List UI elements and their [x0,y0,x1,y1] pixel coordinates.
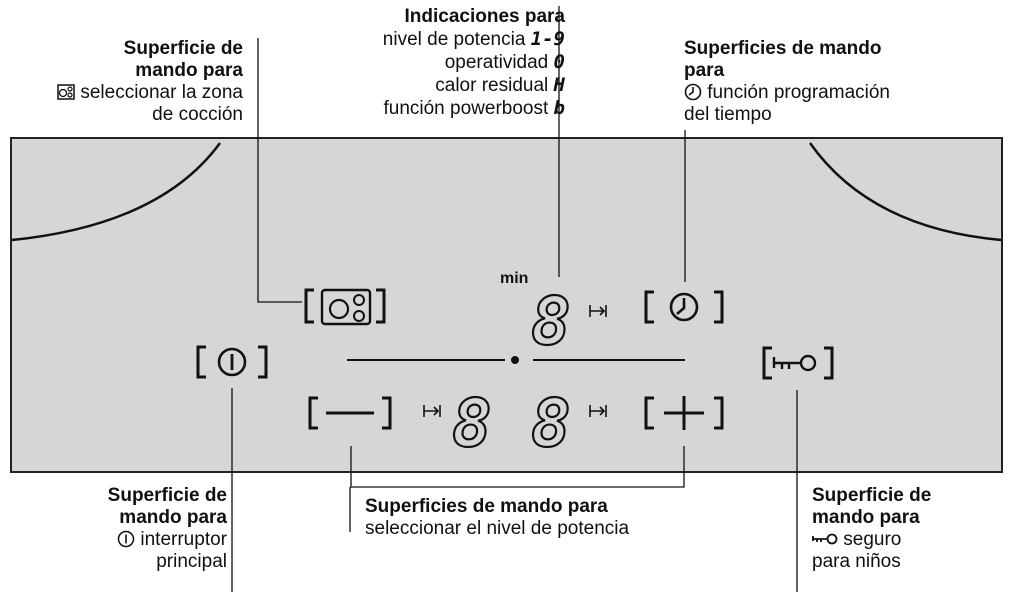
seguro-label: Superficie de mando para seguro para niñ… [812,485,932,572]
clock-icon [669,292,699,322]
power-button[interactable] [196,345,268,379]
timer-button[interactable] [644,290,724,324]
timer-arrow-icon [423,405,441,417]
leader-zona [257,38,302,303]
tiempo-label: Superficies de mando para función progra… [684,38,890,125]
key-lock-icon [772,354,817,372]
right-cooking-zone-arc [808,142,1002,242]
power-icon [117,530,135,548]
zone-select-button[interactable] [304,288,386,326]
timer-display: 8 [531,283,571,360]
cooktop-control-panel [10,137,1003,473]
plus-button[interactable] [644,396,724,430]
zone-select-icon [320,288,372,326]
min-label: min [500,270,528,287]
indicaciones-title: Indicaciones para [404,6,565,27]
indicaciones-line-1: nivel de potencia 1-9 [382,28,565,50]
power-level-display-left: 8 [452,385,492,462]
minus-button[interactable] [308,396,392,430]
key-lock-icon [812,533,838,545]
potencia-label: Superficies de mando para seleccionar el… [365,496,630,539]
zona-label: Superficie de mando para seleccionar la … [0,38,243,126]
timer-arrow-icon [589,305,607,317]
power-level-display-right: 8 [531,385,571,462]
child-lock-button[interactable] [762,346,834,380]
decimal-dot [511,356,519,364]
zone-select-icon [57,84,75,100]
interruptor-label: Superficie de mando para interruptor pri… [107,485,227,572]
timer-arrow-icon [589,405,607,417]
indicaciones-label: Indicaciones para nivel de potencia 1-9 … [310,6,565,120]
left-cooking-zone-arc [11,142,222,242]
leader-potencia [350,446,685,488]
clock-icon [684,83,702,101]
power-icon [217,347,247,377]
